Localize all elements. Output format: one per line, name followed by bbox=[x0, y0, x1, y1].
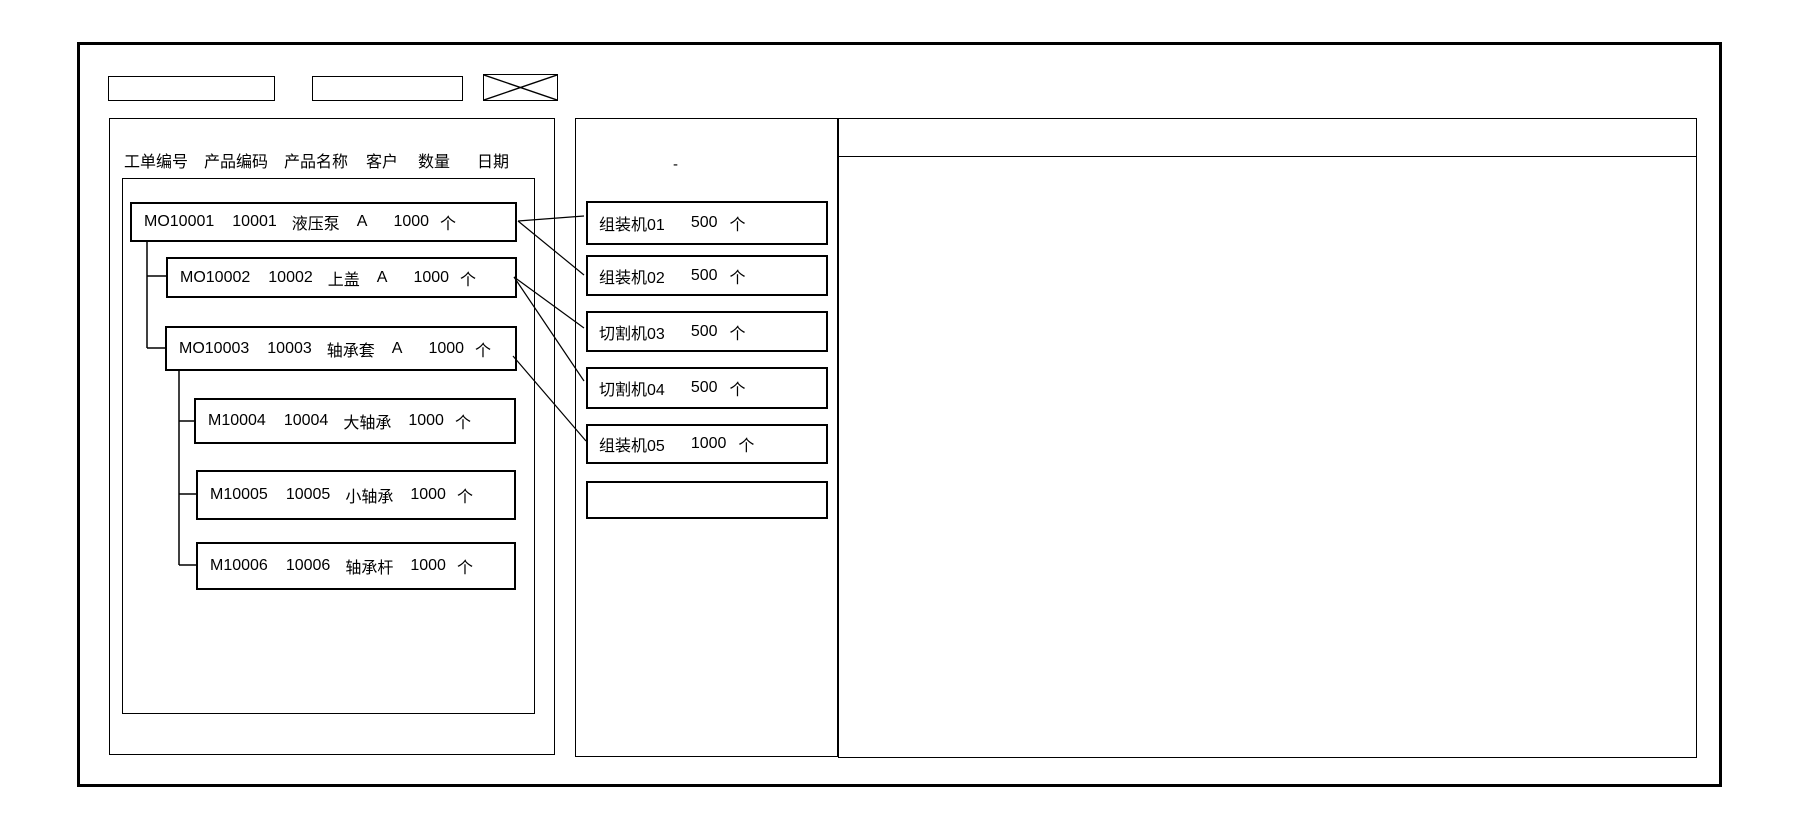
machine-row[interactable]: 组装机05 1000 个 bbox=[586, 424, 828, 464]
quantity: 1000 bbox=[428, 339, 465, 357]
product-code: 10003 bbox=[267, 339, 312, 357]
product-code: 10002 bbox=[268, 268, 313, 286]
machine-row[interactable]: 组装机02 500 个 bbox=[586, 255, 828, 296]
customer: A bbox=[356, 213, 368, 230]
toolbar-field-1[interactable] bbox=[108, 76, 275, 101]
customer: A bbox=[391, 339, 403, 357]
unit: 个 bbox=[729, 382, 746, 399]
machine-quantity: 1000 bbox=[690, 435, 727, 452]
unit: 个 bbox=[729, 269, 746, 287]
machine-name: 切割机04 bbox=[599, 382, 665, 399]
machine-quantity: 500 bbox=[690, 214, 718, 231]
work-order-row[interactable]: MO10002 10002 上盖 A 1000 个 bbox=[166, 257, 517, 298]
machine-quantity: 500 bbox=[690, 322, 718, 340]
close-button[interactable] bbox=[483, 74, 558, 101]
machine-row[interactable]: 组装机01 500 个 bbox=[586, 201, 828, 245]
machine-name: 切割机03 bbox=[599, 325, 665, 343]
unit: 个 bbox=[456, 489, 473, 506]
order-id: MO10002 bbox=[180, 268, 251, 286]
detail-panel bbox=[838, 118, 1697, 758]
machine-quantity: 500 bbox=[690, 266, 718, 284]
order-id: M10006 bbox=[210, 557, 268, 574]
quantity: 1000 bbox=[408, 412, 444, 429]
product-code: 10005 bbox=[285, 486, 331, 503]
detail-header-divider bbox=[839, 156, 1696, 157]
machine-row[interactable]: 切割机04 500 个 bbox=[586, 367, 828, 409]
machines-panel: - 组装机01 500 个 组装机02 500 个 切割机03 500 个 切割… bbox=[575, 118, 838, 757]
quantity: 1000 bbox=[413, 268, 450, 286]
machine-name: 组装机01 bbox=[599, 217, 665, 234]
machine-name: 组装机02 bbox=[599, 269, 665, 287]
order-id: MO10003 bbox=[179, 339, 250, 357]
machine-row-empty[interactable] bbox=[586, 481, 828, 519]
product-name: 上盖 bbox=[327, 271, 360, 289]
quantity: 1000 bbox=[410, 557, 446, 574]
order-id: M10005 bbox=[210, 486, 268, 503]
product-name: 轴承套 bbox=[326, 342, 375, 360]
machine-name: 组装机05 bbox=[599, 438, 665, 455]
product-code: 10006 bbox=[285, 557, 331, 574]
col-header-customer: 客户 bbox=[366, 154, 399, 171]
unit: 个 bbox=[729, 325, 746, 343]
toolbar-field-2[interactable] bbox=[312, 76, 463, 101]
product-name: 小轴承 bbox=[345, 489, 394, 506]
col-header-product-name: 产品名称 bbox=[284, 154, 349, 171]
quantity: 1000 bbox=[393, 213, 430, 230]
work-order-row[interactable]: M10005 10005 小轴承 1000 个 bbox=[196, 470, 516, 520]
customer: A bbox=[376, 268, 388, 286]
machine-quantity: 500 bbox=[690, 379, 718, 396]
col-header-quantity: 数量 bbox=[418, 154, 451, 171]
product-name: 液压泵 bbox=[291, 216, 340, 233]
unit: 个 bbox=[440, 216, 457, 233]
product-code: 10001 bbox=[232, 213, 277, 230]
work-orders-panel: 工单编号 产品编码 产品名称 客户 数量 日期 MO10001 10001 液压… bbox=[109, 118, 555, 755]
window-frame bbox=[77, 42, 1722, 787]
work-order-row[interactable]: MO10001 10001 液压泵 A 1000 个 bbox=[130, 202, 517, 242]
product-name: 轴承杆 bbox=[345, 560, 394, 577]
unit: 个 bbox=[454, 415, 471, 432]
work-order-row[interactable]: M10004 10004 大轴承 1000 个 bbox=[194, 398, 516, 444]
product-name: 大轴承 bbox=[343, 415, 392, 432]
col-header-date: 日期 bbox=[477, 154, 510, 171]
work-order-tree-container bbox=[122, 178, 535, 714]
col-header-order-id: 工单编号 bbox=[124, 154, 189, 171]
unit: 个 bbox=[738, 438, 755, 455]
unit: 个 bbox=[729, 217, 746, 234]
work-order-row[interactable]: M10006 10006 轴承杆 1000 个 bbox=[196, 542, 516, 590]
stray-dash-mark: - bbox=[673, 156, 678, 173]
unit: 个 bbox=[460, 271, 477, 289]
close-icon bbox=[484, 75, 557, 100]
unit: 个 bbox=[456, 560, 473, 577]
unit: 个 bbox=[475, 342, 492, 360]
work-order-row[interactable]: MO10003 10003 轴承套 A 1000 个 bbox=[165, 326, 517, 371]
machine-row[interactable]: 切割机03 500 个 bbox=[586, 311, 828, 352]
order-id: MO10001 bbox=[144, 213, 215, 230]
product-code: 10004 bbox=[283, 412, 329, 429]
order-id: M10004 bbox=[208, 412, 266, 429]
quantity: 1000 bbox=[410, 486, 446, 503]
col-header-product-code: 产品编码 bbox=[204, 154, 269, 171]
